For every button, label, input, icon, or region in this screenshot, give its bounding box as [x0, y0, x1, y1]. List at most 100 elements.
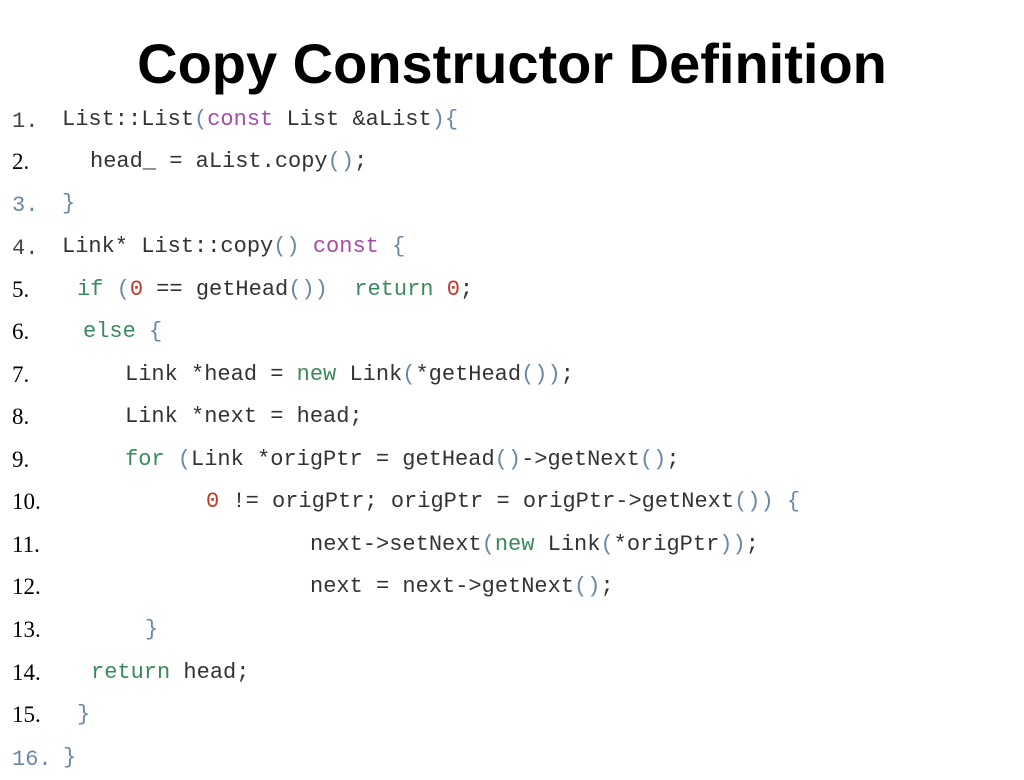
- code-token: }: [145, 617, 159, 642]
- code-line: 4. Link* List::copy() const {: [12, 227, 1012, 267]
- code-line: 12. next = next->getNext();: [12, 567, 1012, 607]
- code-token: (): [574, 574, 601, 599]
- line-number: 10.: [12, 489, 41, 514]
- code-text: next = next->getNext();: [310, 567, 614, 607]
- code-token: != origPtr; origPtr = origPtr->getNext: [219, 489, 735, 514]
- code-token: ()): [288, 277, 328, 302]
- line-number: 15.: [12, 702, 41, 727]
- line-number: 1.: [12, 109, 39, 134]
- code-token: 0: [206, 489, 220, 514]
- code-token: if: [77, 277, 104, 302]
- code-token: {: [378, 234, 406, 259]
- code-token: (: [600, 532, 614, 557]
- code-token: for: [125, 447, 165, 472]
- code-token: }: [63, 745, 77, 770]
- code-token: (): [639, 447, 667, 472]
- code-token: == getHead: [143, 277, 289, 302]
- code-text: }: [145, 610, 158, 650]
- code-token: Link *next = head;: [125, 404, 363, 429]
- code-token: )): [719, 532, 746, 557]
- code-token: const: [207, 107, 274, 132]
- code-token: new: [296, 362, 337, 387]
- code-text: return head;: [91, 653, 249, 693]
- code-token: return: [91, 660, 171, 685]
- code-token: 0: [446, 277, 460, 302]
- code-line: 14. return head;: [12, 653, 1012, 693]
- code-token: (: [194, 107, 208, 132]
- code-line: 5. if (0 == getHead()) return 0;: [12, 270, 1012, 310]
- code-token: ){: [431, 107, 459, 132]
- code-token: (: [164, 447, 192, 472]
- code-token: new: [494, 532, 535, 557]
- code-token: next = next->getNext: [310, 574, 575, 599]
- code-token: ;: [560, 362, 574, 387]
- code-token: Link: [534, 532, 601, 557]
- code-line: 6. else {: [12, 312, 1012, 352]
- code-token: Link *head =: [125, 362, 297, 387]
- code-token: [300, 234, 313, 259]
- code-token: Link *origPtr = getHead: [191, 447, 495, 472]
- code-token: ;: [459, 277, 474, 302]
- code-token: ()): [734, 489, 774, 514]
- code-text: Link *head = new Link(*getHead());: [125, 355, 574, 395]
- code-token: }: [77, 702, 91, 727]
- code-token: *origPtr: [613, 532, 720, 557]
- code-line: 3.}: [12, 184, 1012, 224]
- line-number: 7.: [12, 362, 30, 387]
- code-line: 7. Link *head = new Link(*getHead());: [12, 355, 1012, 395]
- code-token: return: [354, 277, 434, 302]
- code-token: (: [103, 277, 130, 302]
- line-number: 5.: [12, 277, 30, 302]
- code-token: *getHead: [415, 362, 522, 387]
- code-text: else {: [83, 312, 162, 352]
- code-text: Link *next = head;: [125, 397, 363, 437]
- code-token: [328, 277, 354, 302]
- code-text: }: [63, 738, 76, 778]
- code-token: (: [481, 532, 495, 557]
- code-token: 0: [129, 277, 144, 302]
- line-number: 3.: [12, 193, 39, 218]
- line-number: 12.: [12, 574, 41, 599]
- code-token: {: [773, 489, 801, 514]
- code-text: if (0 == getHead()) return 0;: [77, 270, 473, 310]
- code-line: 8.Link *next = head;: [12, 397, 1012, 437]
- code-token: [433, 277, 446, 302]
- code-token: (): [273, 234, 300, 259]
- code-token: {: [135, 319, 163, 344]
- line-number: 11.: [12, 532, 40, 557]
- code-line: 9. for (Link *origPtr = getHead()->getNex…: [12, 440, 1012, 480]
- code-line: 13.}: [12, 610, 1012, 650]
- code-token: }: [62, 191, 76, 216]
- code-line: 15.}: [12, 695, 1012, 735]
- line-number: 9.: [12, 447, 30, 472]
- code-token: List::List: [62, 107, 195, 132]
- code-token: ()): [521, 362, 561, 387]
- code-line: 10. 0 != origPtr; origPtr = origPtr->getN…: [12, 482, 1012, 522]
- code-token: List &aList: [273, 107, 432, 132]
- code-token: ;: [666, 447, 680, 472]
- code-text: List::List(const List &aList){: [62, 100, 458, 140]
- code-line: 16.}: [12, 738, 1012, 778]
- code-text: for (Link *origPtr = getHead()->getNext(…: [125, 440, 680, 480]
- line-number: 4.: [12, 236, 39, 261]
- code-token: Link* List::copy: [62, 234, 274, 259]
- code-token: (): [494, 447, 522, 472]
- code-token: (: [402, 362, 416, 387]
- code-token: (): [327, 149, 355, 174]
- line-number: 13.: [12, 617, 41, 642]
- code-token: ;: [600, 574, 614, 599]
- line-number: 14.: [12, 660, 41, 685]
- line-number: 16.: [12, 747, 52, 772]
- line-number: 6.: [12, 319, 30, 344]
- line-number: 2.: [12, 149, 30, 174]
- code-text: }: [62, 184, 75, 224]
- code-token: const: [312, 234, 379, 259]
- slide-title: Copy Constructor Definition: [137, 32, 887, 95]
- code-text: head_ = aList.copy();: [90, 142, 367, 182]
- code-token: head;: [170, 660, 250, 685]
- code-line: 11. next->setNext(new Link(*origPtr));: [12, 525, 1012, 565]
- code-text: next->setNext(new Link(*origPtr));: [310, 525, 759, 565]
- code-token: ;: [354, 149, 368, 174]
- code-token: head_ = aList.copy: [90, 149, 328, 174]
- code-text: }: [77, 695, 90, 735]
